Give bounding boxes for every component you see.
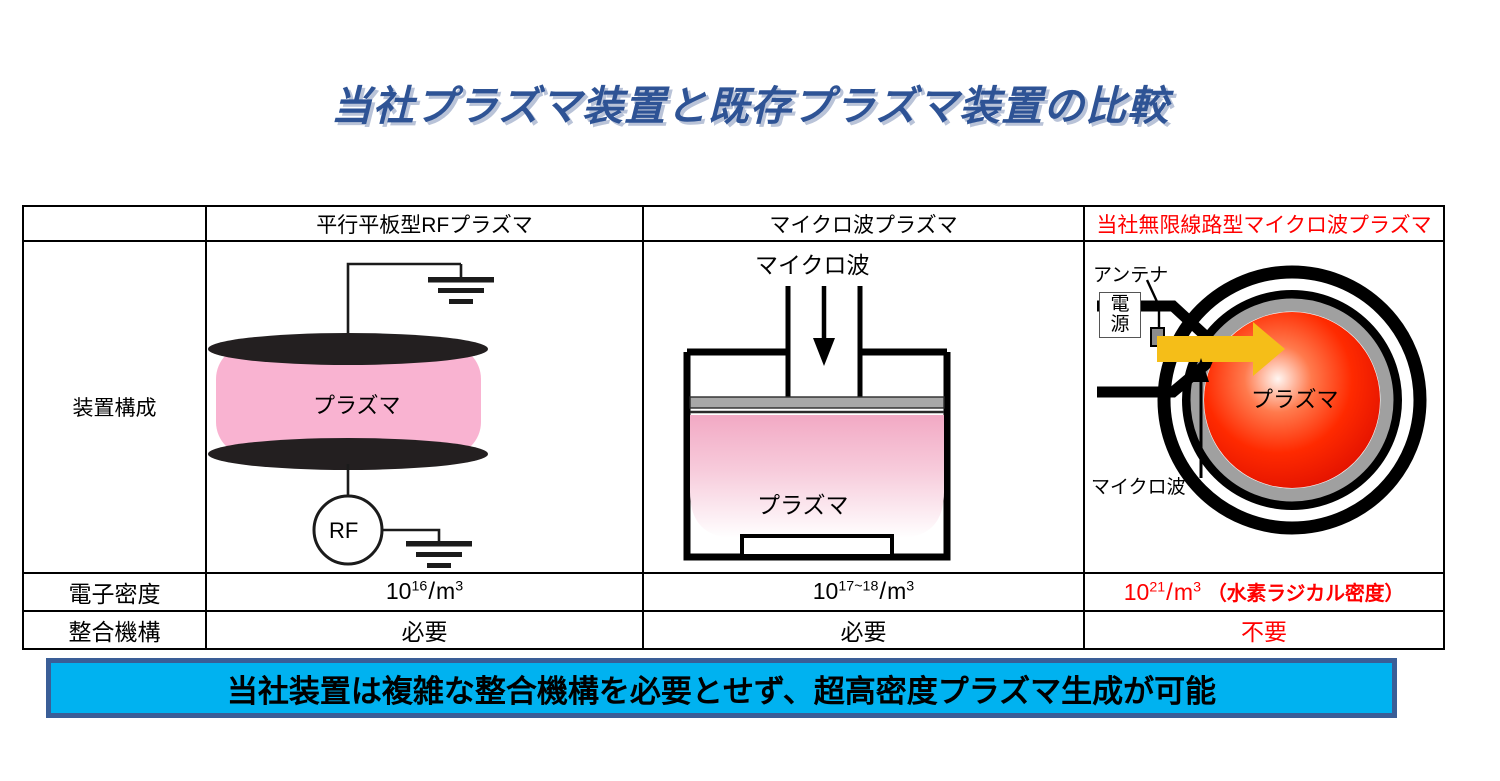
conclusion-banner-text: 当社装置は複雑な整合機構を必要とせず、超高密度プラズマ生成が可能 (226, 673, 1217, 709)
microwave-schematic-svg (683, 286, 951, 561)
density-c-unit: m (1173, 579, 1194, 605)
density-b-slash: / (879, 578, 887, 605)
density-a-slash: / (428, 578, 436, 605)
density-a-base: 10 (385, 578, 412, 604)
density-b-exponent: 17~18 (838, 578, 879, 595)
density-a-unit-exponent: 3 (455, 578, 464, 595)
diagram-endless-line-microwave: アンテナ 電 源 マイクロ波 プラズマ (1083, 240, 1445, 574)
power-supply-label-line2: 源 (1110, 313, 1130, 335)
table-row-structure: 装置構成 (22, 240, 1445, 574)
table-corner-cell (22, 205, 207, 242)
table-header-row: 平行平板型RFプラズマ マイクロ波プラズマ 当社無限線路型マイクロ波プラズマ (22, 205, 1445, 242)
table-row-matching-network: 整合機構 必要 必要 不要 (22, 610, 1445, 650)
diagram-microwave-chamber: マイクロ波 プラズマ (642, 240, 1085, 574)
power-supply-box: 電 源 (1099, 292, 1141, 338)
density-c-base: 10 (1123, 579, 1150, 605)
rf-plasma-label: プラズマ (313, 393, 401, 418)
microwave-plasma-label: プラズマ (757, 492, 849, 518)
conclusion-banner: 当社装置は複雑な整合機構を必要とせず、超高密度プラズマ生成が可能 (46, 658, 1397, 718)
page-title: 当社プラズマ装置と既存プラズマ装置の比較 (330, 83, 1170, 129)
rf-source-label: RF (329, 518, 359, 543)
table-row-electron-density: 電子密度 1016/m3 1017~18/m3 1021/m3（水素ラジカル密度… (22, 572, 1445, 612)
density-b-base: 10 (812, 578, 839, 604)
matching-value-microwave: 必要 (642, 610, 1085, 650)
endless-line-schematic-svg (1097, 265, 1427, 535)
density-a-unit: m (436, 578, 456, 604)
diagram-parallel-plate-rf: プラズマ RF (205, 240, 644, 574)
power-supply-label-line1: 電 (1110, 294, 1130, 315)
density-c-note: （水素ラジカル密度） (1207, 583, 1405, 605)
density-c-exponent: 21 (1149, 579, 1166, 596)
matching-value-parallel-plate: 必要 (205, 610, 644, 650)
microwave-top-label: マイクロ波 (755, 252, 870, 278)
row-label-electron-density: 電子密度 (22, 572, 207, 612)
comparison-table: 平行平板型RFプラズマ マイクロ波プラズマ 当社無限線路型マイクロ波プラズマ 装… (22, 205, 1445, 650)
density-c-unit-exponent: 3 (1193, 579, 1201, 596)
microwave-label: マイクロ波 (1091, 477, 1186, 498)
rf-schematic-svg (208, 262, 494, 568)
matching-value-endless-line: 不要 (1083, 610, 1445, 650)
header-microwave: マイクロ波プラズマ (642, 205, 1085, 242)
header-our-endless-line-microwave: 当社無限線路型マイクロ波プラズマ (1083, 205, 1445, 242)
density-b-unit-exponent: 3 (906, 578, 915, 595)
density-a-exponent: 16 (411, 578, 428, 595)
endless-line-plasma-label: プラズマ (1251, 387, 1339, 412)
antenna-label: アンテナ (1093, 265, 1169, 286)
density-b-unit: m (887, 578, 907, 604)
density-value-endless-line: 1021/m3 （水素ラジカル密度） (1083, 572, 1445, 612)
row-label-structure: 装置構成 (22, 240, 207, 574)
density-c-slash: / (1166, 579, 1173, 606)
density-value-parallel-plate: 1016/m3 (205, 572, 644, 612)
header-parallel-plate-rf: 平行平板型RFプラズマ (205, 205, 644, 242)
density-value-microwave: 1017~18/m3 (642, 572, 1085, 612)
row-label-matching-network: 整合機構 (22, 610, 207, 650)
